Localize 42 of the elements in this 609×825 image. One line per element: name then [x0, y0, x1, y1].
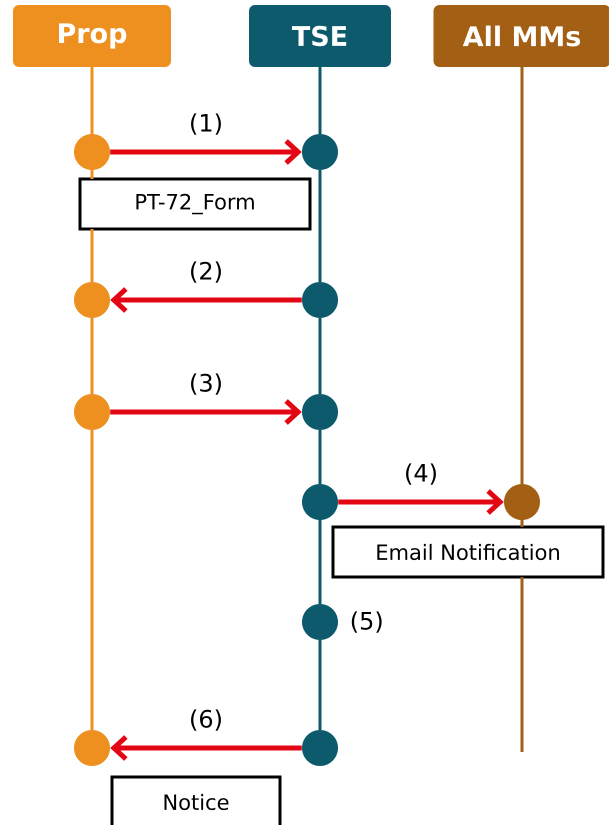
lifeline-header: TSE	[249, 5, 391, 67]
lifeline	[90, 318, 94, 394]
lifeline	[318, 170, 322, 282]
edge-label: (4)	[406, 463, 436, 485]
arrow	[110, 399, 302, 425]
document-box: Notice	[110, 776, 282, 825]
event-dot	[74, 134, 110, 170]
edge-label: (1)	[191, 113, 221, 135]
edge-label: (6)	[191, 709, 221, 731]
lifeline-header: Prop	[13, 5, 171, 67]
event-dot	[302, 730, 338, 766]
edge-label: (3)	[191, 373, 221, 395]
lifeline	[90, 67, 94, 134]
arrow	[110, 139, 302, 165]
event-dot	[302, 282, 338, 318]
event-dot	[74, 730, 110, 766]
document-box: PT-72_Form	[78, 178, 312, 230]
step-number: (5)	[352, 611, 382, 633]
event-dot	[302, 394, 338, 430]
arrow	[110, 287, 302, 313]
lifeline	[90, 229, 94, 282]
lifeline	[520, 577, 524, 752]
event-dot	[74, 394, 110, 430]
lifeline	[318, 67, 322, 134]
event-dot	[504, 484, 540, 520]
arrow	[338, 489, 504, 515]
lifeline	[318, 640, 322, 730]
document-box: Email Notification	[332, 526, 604, 578]
lifeline	[318, 430, 322, 484]
lifeline	[90, 170, 94, 179]
lifeline	[520, 67, 524, 484]
event-dot	[302, 604, 338, 640]
lifeline	[520, 520, 524, 527]
event-dot	[74, 282, 110, 318]
edge-label: (2)	[191, 261, 221, 283]
event-dot	[302, 484, 338, 520]
lifeline	[90, 430, 94, 730]
event-dot	[302, 134, 338, 170]
lifeline-header: All MMs	[434, 5, 609, 67]
arrow	[110, 735, 302, 761]
lifeline	[318, 520, 322, 604]
lifeline	[318, 318, 322, 394]
